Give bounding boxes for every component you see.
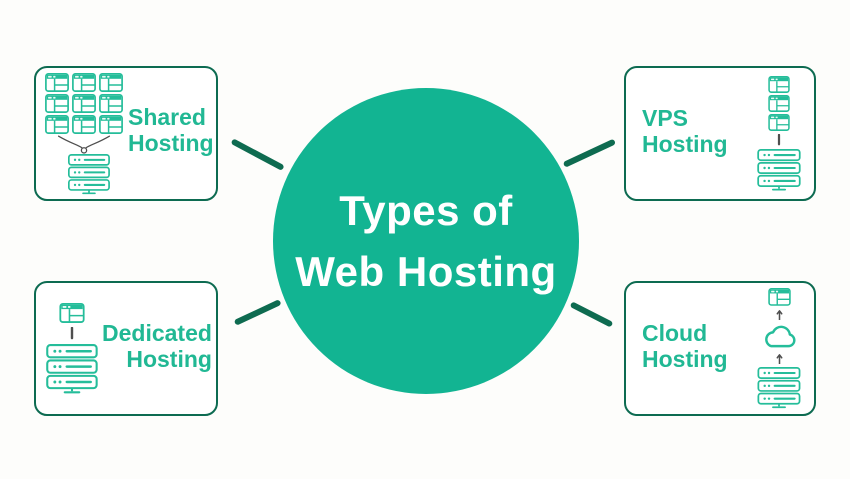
card-label-shared-hosting: Shared Hosting [128,104,214,156]
browser-window-icon [768,95,790,112]
browser-window-icon [45,73,69,92]
arrow-up-icon [776,353,782,365]
browser-window-grid-icon [45,73,123,134]
browser-window-icon [768,114,790,131]
connector-line-top-right [562,138,617,168]
card-shared-hosting: Shared Hosting [34,66,218,201]
browser-window-icon [767,288,791,306]
card-label-vps-hosting: VPS Hosting [642,104,728,157]
card-label-dedicated-hosting: Dedicated Hosting [102,319,212,372]
server-stack-icon [757,367,801,409]
diagram-title-line1: Types of [339,187,513,234]
server-stack-icon [67,154,111,195]
server-stack-icon [757,149,801,191]
arrow-up-icon [776,309,782,321]
browser-window-stack-icon [768,76,790,131]
browser-window-icon [99,115,123,134]
dedicated-hosting-icon-group [46,291,98,406]
card-cloud-hosting: Cloud Hosting [624,281,816,416]
browser-window-icon [45,94,69,113]
browser-window-icon [99,73,123,92]
cloud-hosting-icon-group [757,288,801,409]
connector-line-bottom-left [233,299,282,326]
browser-window-icon [45,115,69,134]
browser-window-icon [99,94,123,113]
card-label-cloud-hosting: Cloud Hosting [642,319,728,372]
connector-line-top-left [230,138,285,171]
merge-lines-icon [57,135,111,154]
vertical-line-icon [777,134,781,146]
center-circle: Types of Web Hosting [273,88,579,394]
cloud-icon [764,325,796,348]
card-vps-hosting: VPS Hosting [624,66,816,201]
shared-hosting-icon-group [45,73,123,195]
browser-window-icon [72,73,96,92]
browser-window-icon [72,115,96,134]
card-dedicated-hosting: Dedicated Hosting [34,281,218,416]
vps-hosting-icon-group [757,74,801,193]
browser-window-icon [768,76,790,93]
server-stack-icon [46,344,98,394]
connector-line-bottom-right [569,301,614,328]
browser-window-icon [72,94,96,113]
vertical-line-icon [70,327,74,340]
browser-window-icon [59,303,85,323]
diagram-title-line2: Web Hosting [295,248,557,295]
